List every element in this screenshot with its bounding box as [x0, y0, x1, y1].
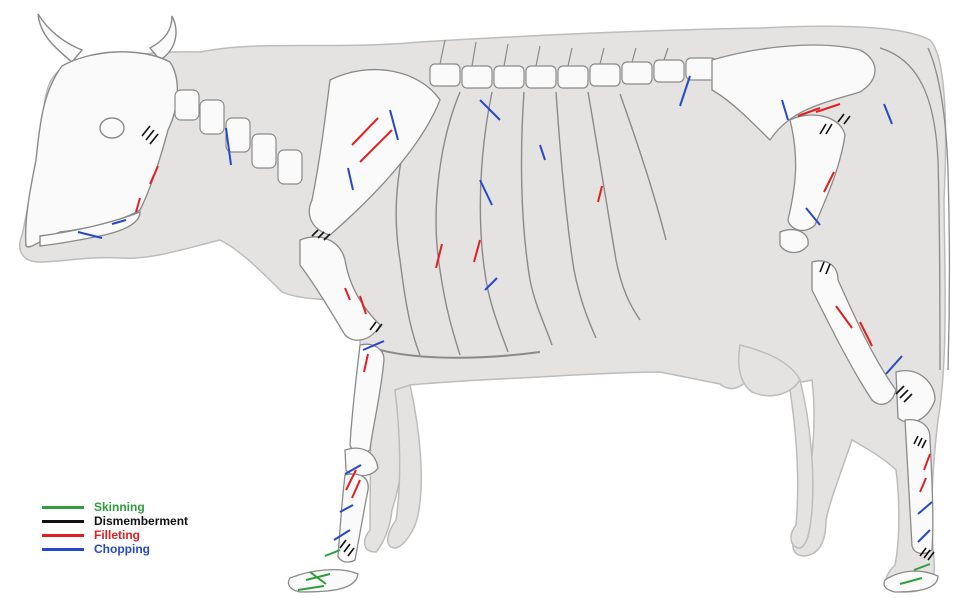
legend-item-chopping: Chopping	[42, 542, 188, 556]
cow-far-hind-leg	[790, 380, 813, 548]
vertebra	[462, 66, 492, 88]
legend: Skinning Dismemberment Filleting Choppin…	[42, 500, 188, 556]
vertebra	[558, 66, 588, 88]
legend-item-dismemberment: Dismemberment	[42, 514, 188, 528]
vertebra	[252, 134, 276, 168]
legend-swatch	[42, 520, 84, 523]
left-horn	[38, 14, 82, 62]
legend-label: Filleting	[94, 528, 140, 542]
vertebra	[526, 66, 556, 88]
vertebra	[175, 90, 199, 120]
legend-item-skinning: Skinning	[42, 500, 188, 514]
vertebra	[494, 66, 524, 88]
vertebra	[278, 150, 302, 184]
legend-label: Dismemberment	[94, 514, 188, 528]
legend-swatch	[42, 506, 84, 509]
cut-marks-skinning	[298, 550, 930, 590]
legend-swatch	[42, 548, 84, 551]
patella	[780, 230, 808, 253]
legend-swatch	[42, 534, 84, 537]
eye-socket	[100, 118, 124, 138]
legend-item-filleting: Filleting	[42, 528, 188, 542]
vertebra	[622, 62, 652, 84]
legend-label: Chopping	[94, 542, 150, 556]
vertebra	[226, 118, 250, 152]
vertebra	[430, 64, 460, 86]
legend-label: Skinning	[94, 500, 145, 514]
vertebra	[200, 100, 224, 134]
vertebra	[654, 60, 684, 82]
vertebra	[590, 64, 620, 86]
